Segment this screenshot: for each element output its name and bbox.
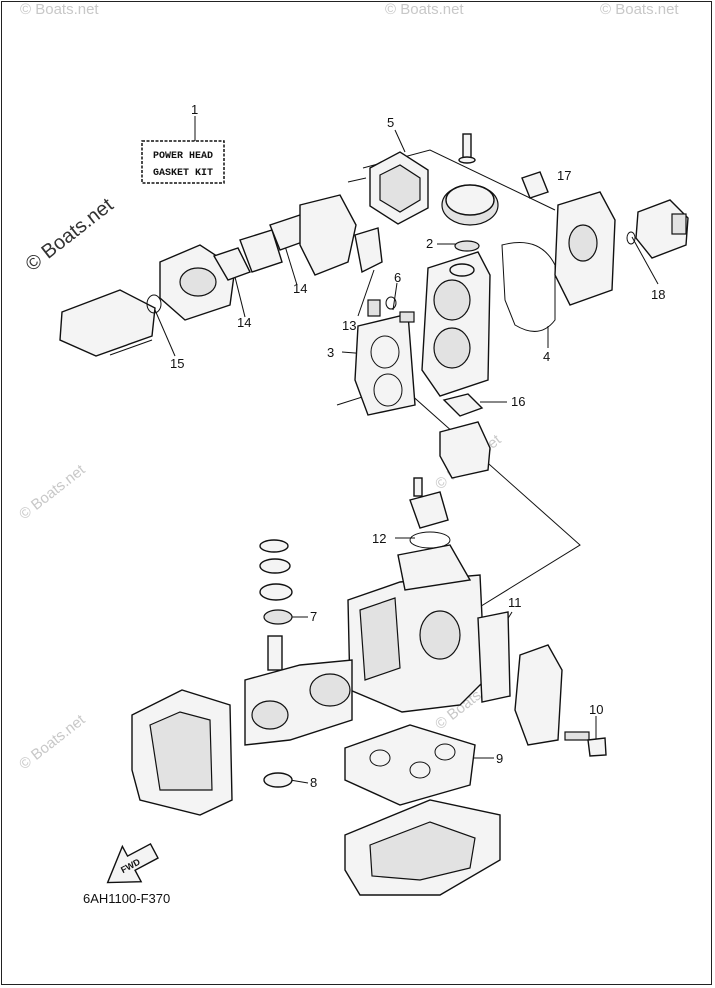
carburetor-assembly: [59, 244, 236, 357]
watermark-main: © Boats.net: [22, 194, 118, 276]
callout-11: 11: [508, 595, 522, 610]
crankshaft-assembly: [244, 539, 353, 788]
callout-1: 1: [191, 102, 198, 117]
callout-3: 3: [327, 345, 334, 360]
cylinder-block-upper: [421, 251, 491, 397]
callout-8: 8: [310, 775, 317, 790]
callout-13: 13: [342, 318, 356, 333]
callout-10: 10: [589, 702, 603, 717]
water-outlet: [409, 477, 451, 549]
callout-14-lower: 14: [237, 315, 251, 330]
gasket-kit-box: POWER HEAD GASKET KIT: [141, 116, 225, 184]
callout-18: 18: [651, 287, 665, 302]
callout-9: 9: [496, 751, 503, 766]
cover-plate: [347, 151, 429, 225]
callout-4: 4: [543, 349, 550, 364]
watermark-top-left: © Boats.net: [20, 1, 99, 18]
gasket-13-and-3: [354, 227, 416, 416]
intake-gaskets: [212, 194, 357, 281]
callouts: 1 2 3 4 5 6 7 8 9 10 11 12 13 14 14 15 1…: [170, 102, 665, 790]
kit-label-line2: GASKET KIT: [153, 168, 213, 179]
callout-2: 2: [426, 236, 433, 251]
callout-7: 7: [310, 609, 317, 624]
cylinder-block-main: [347, 544, 486, 713]
callout-14-upper: 14: [293, 281, 307, 296]
thermostat-housing: [439, 393, 491, 479]
kit-label-line1: POWER HEAD: [153, 151, 213, 162]
callout-6: 6: [394, 270, 401, 285]
fuel-pump: [626, 199, 689, 259]
fwd-arrow-icon: FWD: [106, 842, 159, 884]
watermark-left-low: © Boats.net: [16, 711, 89, 773]
callout-16: 16: [511, 394, 525, 409]
crankcase-lower: [344, 799, 501, 896]
callout-15: 15: [170, 356, 184, 371]
callout-17: 17: [557, 168, 571, 183]
bolt-and-pulley: [441, 133, 499, 252]
exhaust-cover: [514, 644, 607, 757]
callout-5: 5: [387, 115, 394, 130]
callout-12: 12: [372, 531, 386, 546]
gasket-4: [501, 242, 556, 332]
gasket-9: [344, 724, 476, 806]
gasket-11: [477, 611, 511, 703]
head-cover: [521, 171, 616, 306]
watermark-left-mid: © Boats.net: [16, 461, 89, 523]
diagram-code: 6AH1100-F370: [83, 891, 170, 906]
crankcase-half: [131, 689, 233, 816]
watermark-top-mid: © Boats.net: [385, 1, 464, 18]
watermark-top-right: © Boats.net: [600, 1, 679, 18]
